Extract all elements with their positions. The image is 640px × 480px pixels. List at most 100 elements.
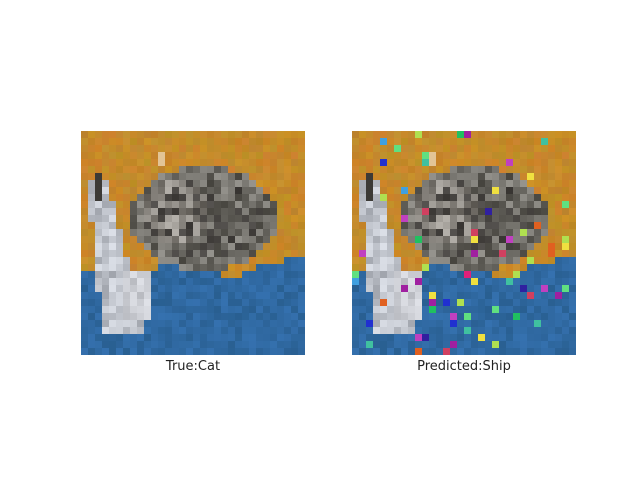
pixel	[144, 313, 151, 320]
pixel	[415, 306, 422, 313]
pixel	[179, 299, 186, 306]
pixel	[207, 131, 214, 138]
pixel	[555, 208, 562, 215]
pixel	[373, 180, 380, 187]
pixel	[242, 180, 249, 187]
pixel	[151, 257, 158, 264]
pixel	[298, 334, 305, 341]
pixel	[520, 145, 527, 152]
pixel	[116, 173, 123, 180]
pixel	[499, 285, 506, 292]
pixel	[116, 299, 123, 306]
true-image-panel	[81, 131, 305, 355]
pixel	[123, 201, 130, 208]
pixel	[214, 201, 221, 208]
pixel	[415, 243, 422, 250]
pixel	[193, 271, 200, 278]
pixel	[569, 201, 576, 208]
pixel	[527, 327, 534, 334]
pixel	[373, 285, 380, 292]
pixel	[457, 222, 464, 229]
pixel	[277, 299, 284, 306]
pixel	[102, 208, 109, 215]
pixel	[102, 271, 109, 278]
pixel	[151, 187, 158, 194]
pixel	[158, 292, 165, 299]
pixel	[95, 180, 102, 187]
pixel	[478, 236, 485, 243]
pixel	[116, 306, 123, 313]
pixel	[242, 166, 249, 173]
pixel	[277, 187, 284, 194]
pixel	[436, 320, 443, 327]
pixel	[284, 145, 291, 152]
pixel	[193, 320, 200, 327]
perturbation-pixel	[506, 159, 513, 166]
pixel	[478, 138, 485, 145]
pixel	[256, 208, 263, 215]
pixel	[464, 222, 471, 229]
pixel	[207, 278, 214, 285]
pixel	[221, 278, 228, 285]
pixel	[492, 152, 499, 159]
pixel	[256, 152, 263, 159]
pixel	[298, 292, 305, 299]
pixel	[95, 194, 102, 201]
pixel	[95, 348, 102, 355]
pixel	[228, 299, 235, 306]
pixel	[186, 285, 193, 292]
pixel	[242, 264, 249, 271]
pixel	[263, 208, 270, 215]
pixel	[158, 201, 165, 208]
pixel	[263, 348, 270, 355]
pixel	[151, 166, 158, 173]
perturbation-pixel	[415, 131, 422, 138]
pixel	[109, 285, 116, 292]
pixel	[513, 292, 520, 299]
pixel	[158, 145, 165, 152]
pixel	[401, 138, 408, 145]
pixel	[249, 299, 256, 306]
pixel	[172, 229, 179, 236]
pixel	[387, 215, 394, 222]
pixel	[270, 229, 277, 236]
pixel	[555, 257, 562, 264]
pixel	[193, 145, 200, 152]
pixel	[193, 348, 200, 355]
pixel	[394, 299, 401, 306]
pixel	[506, 285, 513, 292]
pixel	[158, 236, 165, 243]
pixel	[492, 264, 499, 271]
pixel	[359, 187, 366, 194]
pixel	[242, 341, 249, 348]
pixel	[380, 152, 387, 159]
pixel	[228, 208, 235, 215]
pixel	[109, 145, 116, 152]
perturbation-pixel	[527, 257, 534, 264]
pixel	[443, 243, 450, 250]
pixel	[200, 173, 207, 180]
pixel	[359, 208, 366, 215]
pixel	[270, 327, 277, 334]
pixel	[380, 201, 387, 208]
pixel	[457, 187, 464, 194]
pixel	[291, 173, 298, 180]
pixel	[228, 264, 235, 271]
pixel	[401, 152, 408, 159]
pixel	[513, 348, 520, 355]
pixel	[569, 278, 576, 285]
pixel	[95, 187, 102, 194]
pixel	[242, 299, 249, 306]
pixel	[130, 341, 137, 348]
pixel	[137, 159, 144, 166]
pixel	[387, 334, 394, 341]
pixel	[291, 187, 298, 194]
pixel	[527, 229, 534, 236]
pixel	[123, 278, 130, 285]
pixel	[291, 271, 298, 278]
pixel	[291, 292, 298, 299]
pixel	[165, 348, 172, 355]
pixel	[214, 264, 221, 271]
pixel	[471, 348, 478, 355]
pixel	[179, 159, 186, 166]
